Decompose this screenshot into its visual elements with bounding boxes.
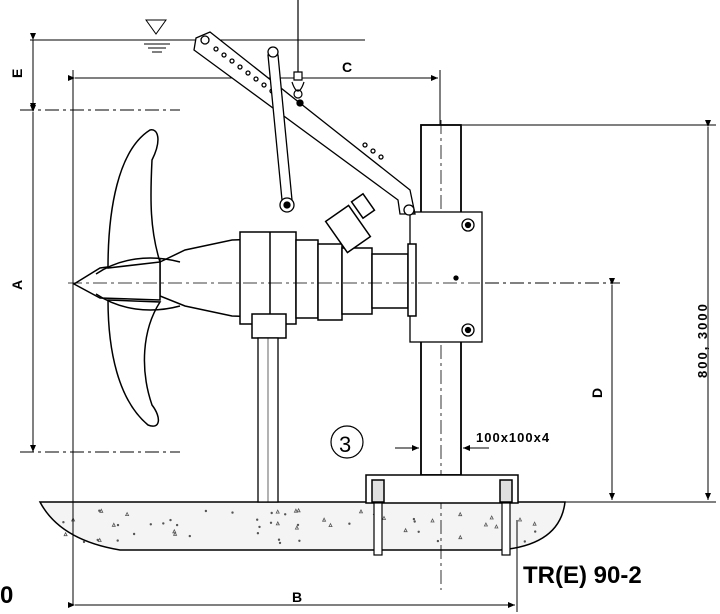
concrete-foundation <box>38 501 566 551</box>
concrete-aggregate <box>430 518 435 523</box>
concrete-aggregate <box>458 534 463 540</box>
concrete-dot <box>348 522 351 525</box>
mounting-bracket <box>409 211 483 343</box>
concrete-dot <box>258 525 261 529</box>
concrete-aggregate <box>358 509 364 514</box>
dimension-d <box>460 278 620 500</box>
concrete-dot <box>269 521 273 525</box>
concrete-aggregate <box>458 511 463 517</box>
concrete-aggregate <box>321 517 327 522</box>
concrete-dot <box>98 509 101 512</box>
section-dimension-label: 100x100x4 <box>476 430 550 445</box>
concrete-aggregate <box>517 517 523 522</box>
concrete-dot <box>298 539 301 543</box>
concrete-dot <box>175 523 179 527</box>
concrete-aggregate <box>494 524 499 529</box>
concrete-dot <box>412 517 416 521</box>
dimension-e <box>20 33 180 111</box>
concrete-dot <box>277 538 281 541</box>
callout-circle <box>330 425 364 459</box>
concrete-dot <box>132 532 136 536</box>
dimension-height-range-label: 800, 3000 <box>695 302 710 378</box>
concrete-aggregate <box>483 522 489 527</box>
concrete-aggregate <box>293 508 299 513</box>
concrete-dot <box>284 513 287 516</box>
concrete-aggregate <box>381 515 387 520</box>
model-designation: TR(E) 90-2 <box>523 562 642 589</box>
propeller <box>72 129 181 427</box>
concrete-aggregate <box>275 509 280 514</box>
concrete-dot <box>278 541 282 545</box>
concrete-aggregate <box>532 521 537 526</box>
concrete-aggregate <box>99 508 104 513</box>
concrete-aggregate <box>124 511 130 516</box>
concrete-aggregate <box>489 515 494 520</box>
concrete-dot <box>62 521 65 524</box>
concrete-aggregate <box>172 531 178 536</box>
concrete-dot <box>523 540 527 543</box>
support-strut <box>267 46 295 213</box>
concrete-dot <box>96 538 99 542</box>
concrete-aggregate <box>403 527 408 533</box>
concrete-dot <box>413 520 416 523</box>
dimension-a-label: A <box>9 280 25 290</box>
mixer-motor <box>159 192 417 339</box>
concrete-aggregate <box>328 522 333 527</box>
dimension-e-label: E <box>9 69 25 78</box>
concrete-aggregate <box>275 521 280 526</box>
motor-support-leg <box>257 337 279 503</box>
concrete-dot <box>188 534 192 538</box>
concrete-dot <box>270 511 273 515</box>
lifting-arm <box>193 31 416 216</box>
concrete-aggregate <box>294 525 300 530</box>
anchor-bolts <box>373 502 511 556</box>
concrete-aggregate <box>172 528 177 534</box>
concrete-dot <box>204 509 208 513</box>
dimension-a <box>20 105 180 453</box>
dimension-d-label: D <box>589 388 605 398</box>
concrete-dot <box>116 523 120 527</box>
concrete-aggregate <box>97 537 102 542</box>
concrete-dot <box>116 539 119 542</box>
concrete-dot <box>149 523 153 526</box>
hoist-cable <box>291 0 305 99</box>
concrete-dot <box>417 530 420 534</box>
concrete-aggregate <box>296 507 301 513</box>
dimension-b <box>68 520 518 612</box>
concrete-dot <box>169 518 172 522</box>
concrete-aggregate <box>63 531 68 537</box>
dimension-b-label: B <box>292 589 302 605</box>
concrete-dot <box>534 530 537 533</box>
concrete-dot <box>256 532 260 535</box>
concrete-dot <box>82 540 86 544</box>
dimension-c-label: C <box>342 59 352 75</box>
concrete-dot <box>231 511 234 514</box>
concrete-aggregate <box>111 522 116 527</box>
concrete-dot <box>436 539 440 543</box>
cut-off-text: 0 <box>0 582 14 609</box>
concrete-dot <box>162 522 165 525</box>
concrete-dot <box>256 518 259 521</box>
dimension-height-range <box>462 120 716 503</box>
base-plate <box>365 474 519 504</box>
concrete-dot <box>296 523 300 527</box>
callout-number: 3 <box>339 432 351 457</box>
